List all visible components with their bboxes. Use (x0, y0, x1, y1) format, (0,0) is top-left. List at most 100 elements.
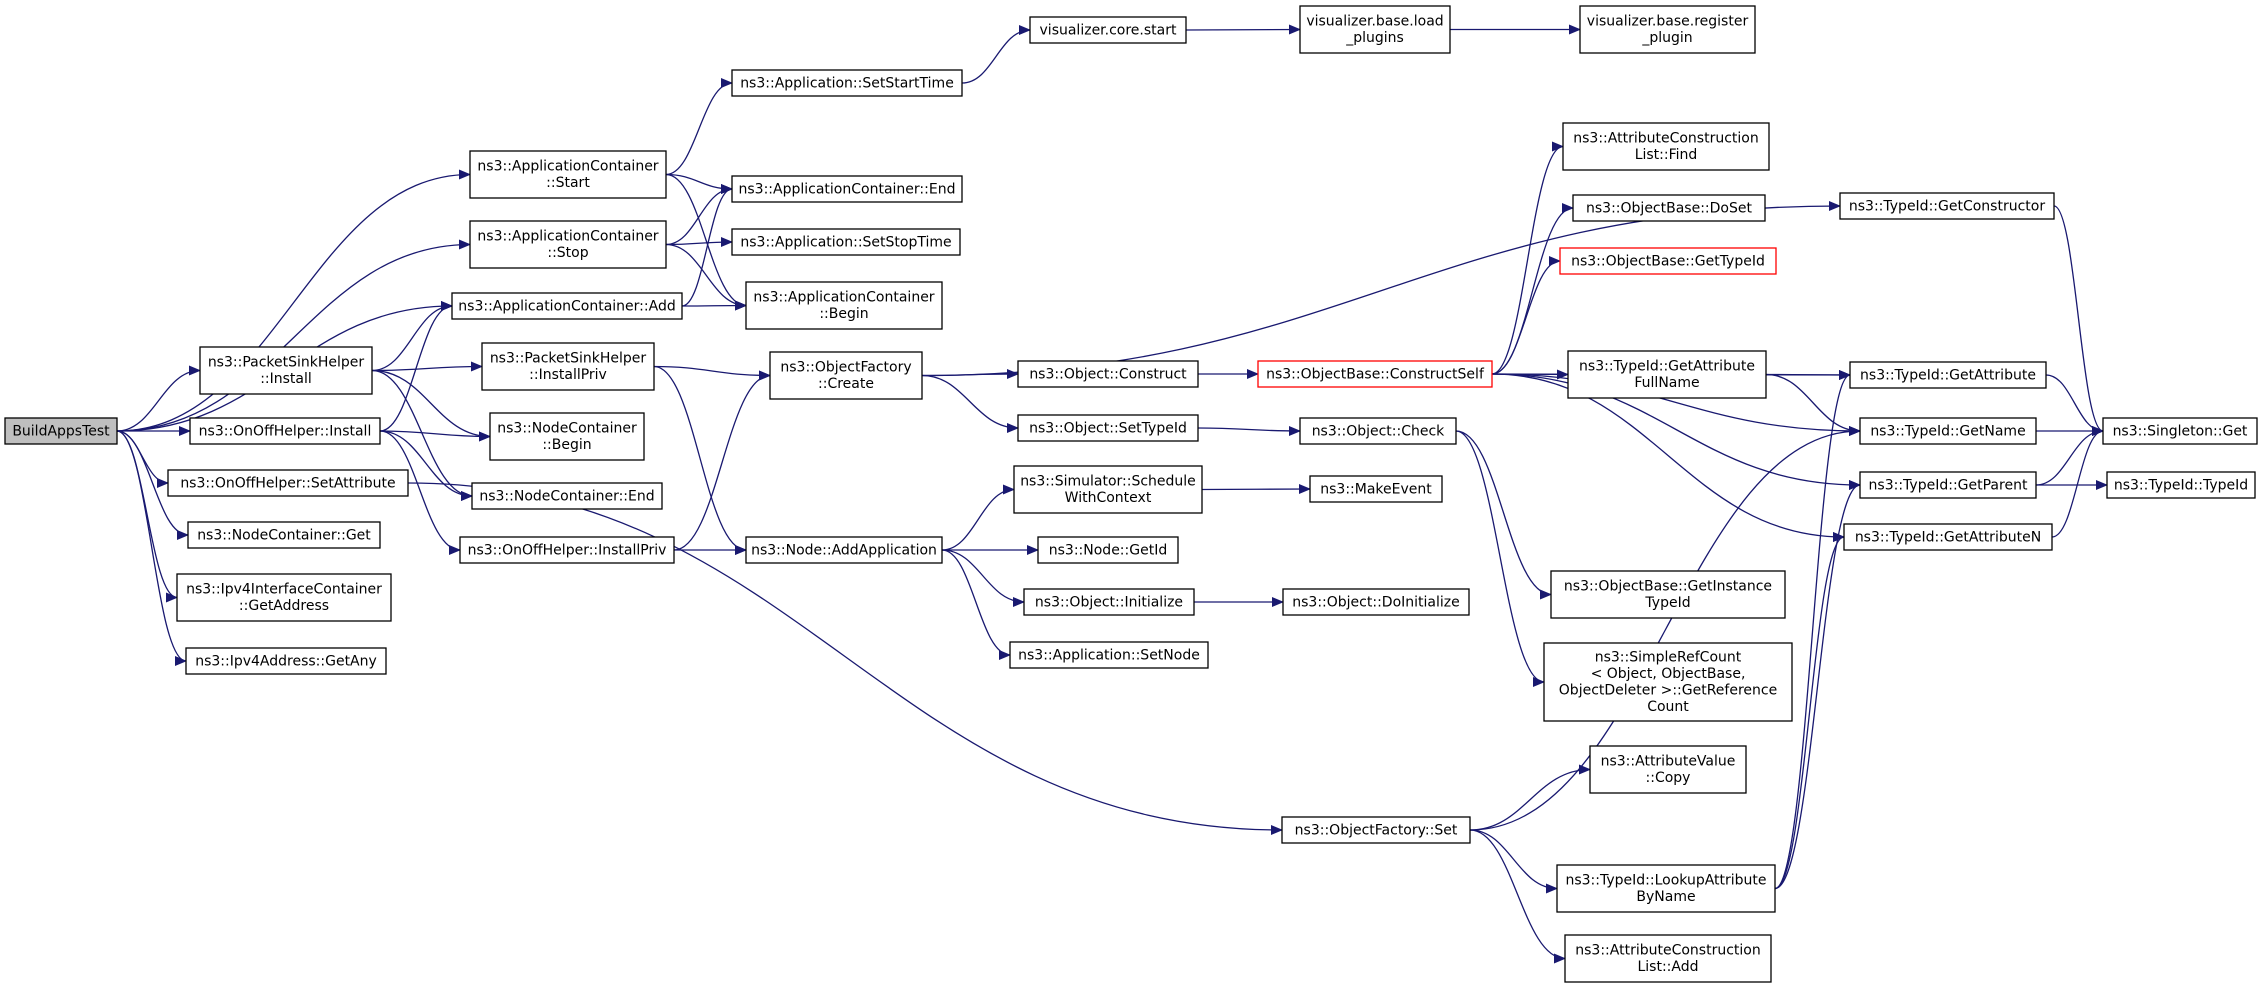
node-ns3-packetsinkhelper-install[interactable]: ns3::PacketSinkHelper::Install (199, 346, 373, 395)
node-ns3-object-settypeid[interactable]: ns3::Object::SetTypeId (1017, 414, 1199, 442)
node-ns3-singleton-get[interactable]: ns3::Singleton::Get (2102, 417, 2258, 445)
node-visualizer-core-start[interactable]: visualizer.core.start (1029, 16, 1187, 44)
node-ns3-object-initialize[interactable]: ns3::Object::Initialize (1023, 588, 1195, 616)
node-ns3-attributevalue-copy[interactable]: ns3::AttributeValue::Copy (1589, 745, 1747, 794)
node-label-line: ns3::NodeContainer::End (479, 488, 654, 504)
node-box (1556, 864, 1776, 913)
node-label-line: ns3::ObjectBase::ConstructSelf (1266, 366, 1485, 382)
node-box (1023, 588, 1195, 616)
node-ns3-typeid-getattributen[interactable]: ns3::TypeId::GetAttributeN (1843, 523, 2053, 551)
node-ns3-objectfactory-set[interactable]: ns3::ObjectFactory::Set (1281, 816, 1471, 844)
node-ns3-nodecontainer-end[interactable]: ns3::NodeContainer::End (471, 482, 663, 510)
node-box (1859, 417, 2037, 445)
node-ns3-node-addapplication[interactable]: ns3::Node::AddApplication (745, 536, 943, 564)
edge-n40-to-n45 (1469, 426, 1861, 831)
node-ns3-application-setnode[interactable]: ns3::Application::SetNode (1009, 641, 1209, 669)
node-ns3-ipv4interfacecontainer-getaddress[interactable]: ns3::Ipv4InterfaceContainer::GetAddress (176, 573, 392, 622)
node-ns3-nodecontainer-begin[interactable]: ns3::NodeContainer::Begin (489, 412, 645, 461)
edge-n29-to-n35 (1491, 256, 1561, 375)
node-box (187, 521, 381, 549)
node-ns3-application-setstarttime[interactable]: ns3::Application::SetStartTime (731, 69, 963, 97)
edge-n0-to-n7 (116, 430, 189, 540)
edge-n30-to-n38 (1455, 430, 1545, 687)
node-label-line: List::Add (1637, 959, 1698, 975)
edge-n29-to-n45 (1491, 373, 1861, 436)
edge-n1-to-n13 (665, 173, 747, 311)
edge-n1-to-n10 (665, 78, 733, 176)
node-label-line: TypeId (1644, 595, 1690, 611)
edge-n17-to-n21 (653, 365, 771, 381)
edge-n36-to-n44 (1765, 369, 1851, 380)
node-buildappstest[interactable]: BuildAppsTest (4, 417, 118, 445)
node-ns3-objectbase-constructself[interactable]: ns3::ObjectBase::ConstructSelf (1257, 360, 1493, 388)
node-visualizer-base-register-plugin[interactable]: visualizer.base.register_plugin (1579, 5, 1756, 54)
node-box (189, 417, 381, 445)
node-ns3-typeid-getconstructor[interactable]: ns3::TypeId::GetConstructor (1839, 192, 2055, 220)
node-ns3-typeid-getparent[interactable]: ns3::TypeId::GetParent (1859, 471, 2037, 499)
node-ns3-applicationcontainer-start[interactable]: ns3::ApplicationContainer::Start (469, 150, 667, 199)
node-label-line: ns3::Ipv4InterfaceContainer (186, 582, 382, 598)
node-box (745, 536, 943, 564)
node-ns3-objectfactory-create[interactable]: ns3::ObjectFactory::Create (769, 351, 923, 400)
node-ns3-object-doinitialize[interactable]: ns3::Object::DoInitialize (1282, 588, 1470, 616)
node-ns3-simplerefcount-object-objectbase-objectdeleter-getreferencecount[interactable]: ns3::SimpleRefCount< Object, ObjectBase,… (1543, 642, 1793, 722)
node-ns3-objectbase-doset[interactable]: ns3::ObjectBase::DoSet (1572, 194, 1766, 222)
node-ns3-onoffhelper-setattribute[interactable]: ns3::OnOffHelper::SetAttribute (167, 469, 409, 497)
node-ns3-ipv4address-getany[interactable]: ns3::Ipv4Address::GetAny (185, 647, 387, 675)
node-ns3-typeid-getattribute[interactable]: ns3::TypeId::GetAttribute (1849, 361, 2047, 389)
node-ns3-applicationcontainer-end[interactable]: ns3::ApplicationContainer::End (731, 175, 963, 203)
node-label-line: ns3::Object::Construct (1029, 366, 1187, 382)
node-ns3-onoffhelper-installpriv[interactable]: ns3::OnOffHelper::InstallPriv (459, 536, 675, 564)
edge-n47-to-n48 (2051, 426, 2104, 538)
edge-n0-to-n2 (116, 239, 471, 432)
edge-n29-to-n46 (1491, 373, 1861, 490)
node-label-line: ns3::ApplicationContainer::End (739, 181, 956, 197)
node-ns3-applicationcontainer-begin[interactable]: ns3::ApplicationContainer::Begin (745, 281, 943, 330)
node-label-line: ns3::Simulator::Schedule (1020, 474, 1196, 490)
node-box (481, 342, 655, 391)
edge-n30-to-n37 (1455, 430, 1552, 600)
node-label-line: ns3::Node::GetId (1049, 542, 1167, 558)
node-ns3-typeid-typeid[interactable]: ns3::TypeId::TypeId (2106, 471, 2256, 499)
node-label-line: ns3::Object::Check (1312, 423, 1445, 439)
node-box (1543, 642, 1793, 722)
edge-n10-to-n14 (961, 25, 1031, 84)
node-ns3-objectbase-gettypeid[interactable]: ns3::ObjectBase::GetTypeId (1559, 247, 1777, 275)
edge-n29-to-n33 (1491, 141, 1564, 375)
node-box (1029, 16, 1187, 44)
node-ns3-applicationcontainer-stop[interactable]: ns3::ApplicationContainer::Stop (469, 220, 667, 269)
node-box (731, 228, 961, 256)
node-ns3-onoffhelper-install[interactable]: ns3::OnOffHelper::Install (189, 417, 381, 445)
node-box (469, 150, 667, 199)
edge-n41-to-n47 (1774, 532, 1845, 890)
node-ns3-object-check[interactable]: ns3::Object::Check (1299, 417, 1457, 445)
edge-n5-to-n18 (379, 430, 491, 442)
node-box (731, 175, 963, 203)
node-ns3-nodecontainer-get[interactable]: ns3::NodeContainer::Get (187, 521, 381, 549)
node-ns3-application-setstoptime[interactable]: ns3::Application::SetStopTime (731, 228, 961, 256)
node-label-line: ns3::PacketSinkHelper (490, 351, 647, 367)
edge-n3-to-n11 (681, 184, 733, 307)
node-box (489, 412, 645, 461)
node-label-line: ns3::PacketSinkHelper (208, 355, 365, 371)
node-box (1562, 122, 1770, 171)
node-ns3-applicationcontainer-add[interactable]: ns3::ApplicationContainer::Add (451, 292, 683, 320)
node-label-line: ns3::Node::AddApplication (751, 542, 937, 558)
node-ns3-node-getid[interactable]: ns3::Node::GetId (1037, 536, 1179, 564)
node-box (1843, 523, 2053, 551)
node-ns3-makeevent[interactable]: ns3::MakeEvent (1309, 475, 1443, 503)
node-ns3-object-construct[interactable]: ns3::Object::Construct (1017, 360, 1199, 388)
node-label-line: ns3::SimpleRefCount (1595, 650, 1742, 666)
node-ns3-packetsinkhelper-installpriv[interactable]: ns3::PacketSinkHelper::InstallPriv (481, 342, 655, 391)
node-box (185, 647, 387, 675)
edge-n22-to-n28 (941, 549, 1011, 660)
node-label-line: BuildAppsTest (12, 423, 110, 439)
node-visualizer-base-load-plugins[interactable]: visualizer.base.load_plugins (1299, 5, 1451, 54)
node-ns3-typeid-getname[interactable]: ns3::TypeId::GetName (1859, 417, 2037, 445)
